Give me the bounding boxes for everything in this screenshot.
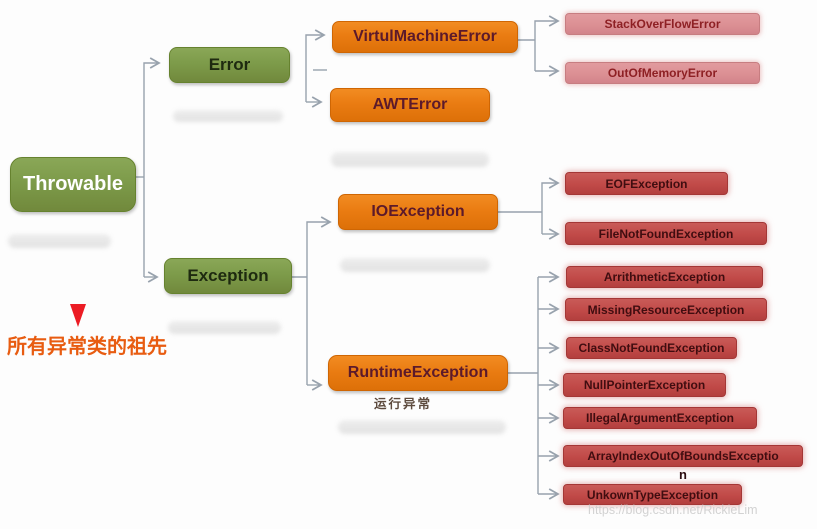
red-annotation-arrow bbox=[70, 221, 86, 327]
node-arrithmetic-exception: ArrithmeticException bbox=[566, 266, 763, 288]
node-stack-overflow-error: StackOverFlowError bbox=[565, 13, 760, 35]
blurred-text-placeholder bbox=[168, 321, 281, 334]
node-array-index-out-of-bounds-exception-label: ArrayIndexOutOfBoundsExceptio bbox=[587, 449, 779, 463]
runtime-exception-chinese-note: 运行异常 bbox=[374, 397, 433, 411]
node-virtual-machine-error: VirtulMachineError bbox=[332, 21, 518, 53]
connector-error-vmerror bbox=[305, 29, 326, 102]
node-illegal-argument-exception-label: IllegalArgumentException bbox=[585, 411, 735, 425]
node-eof-exception-label: EOFException bbox=[605, 176, 688, 191]
node-unkown-type-exception: UnkownTypeException bbox=[563, 484, 742, 505]
blurred-text-placeholder bbox=[340, 258, 490, 272]
blurred-text-placeholder bbox=[8, 234, 111, 248]
node-stack-overflow-error-label: StackOverFlowError bbox=[604, 17, 721, 31]
node-exception: Exception bbox=[164, 258, 292, 294]
node-throwable: Throwable bbox=[10, 157, 136, 212]
node-missing-resource-exception-label: MissingResourceException bbox=[587, 302, 745, 317]
node-array-index-out-of-bounds-exception: ArrayIndexOutOfBoundsExceptio bbox=[563, 445, 803, 467]
node-awt-error-label: AWTError bbox=[372, 96, 448, 113]
blurred-text-placeholder bbox=[338, 420, 506, 434]
node-error-label: Error bbox=[208, 55, 251, 74]
node-out-of-memory-error: OutOfMemoryError bbox=[565, 62, 760, 84]
node-awt-error: AWTError bbox=[330, 88, 490, 122]
node-out-of-memory-error-label: OutOfMemoryError bbox=[607, 66, 718, 80]
node-throwable-label: Throwable bbox=[22, 173, 123, 195]
node-eof-exception: EOFException bbox=[565, 172, 728, 195]
node-io-exception: IOException bbox=[338, 194, 498, 230]
node-error: Error bbox=[169, 47, 290, 83]
connector-trunk-error bbox=[143, 57, 161, 277]
node-null-pointer-exception-label: NullPointerException bbox=[583, 378, 706, 392]
throwable-ancestor-chinese-note: 所有异常类的祖先 bbox=[7, 336, 167, 358]
node-exception-label: Exception bbox=[187, 266, 269, 285]
connector-vmerror-stackoverflow bbox=[534, 15, 560, 71]
wrapped-overflow-letter: n bbox=[679, 467, 687, 482]
node-file-not-found-exception-label: FileNotFoundException bbox=[598, 226, 734, 241]
blurred-text-placeholder bbox=[173, 110, 283, 122]
node-runtime-exception: RuntimeException bbox=[328, 355, 508, 391]
node-io-exception-label: IOException bbox=[371, 203, 465, 220]
connector-exception-ioexception bbox=[306, 216, 332, 385]
node-class-not-found-exception-label: ClassNotFoundException bbox=[578, 341, 725, 355]
node-runtime-exception-label: RuntimeException bbox=[347, 364, 489, 381]
node-file-not-found-exception: FileNotFoundException bbox=[565, 222, 767, 245]
connector-io-eof bbox=[541, 177, 560, 234]
blurred-text-placeholder bbox=[331, 152, 489, 167]
node-unkown-type-exception-label: UnkownTypeException bbox=[586, 487, 719, 502]
node-class-not-found-exception: ClassNotFoundException bbox=[566, 337, 737, 359]
watermark-url: https://blog.csdn.net/RickieLim bbox=[588, 503, 758, 517]
node-null-pointer-exception: NullPointerException bbox=[563, 373, 726, 397]
node-illegal-argument-exception: IllegalArgumentException bbox=[563, 407, 757, 429]
node-arrithmetic-exception-label: ArrithmeticException bbox=[603, 270, 726, 284]
node-missing-resource-exception: MissingResourceException bbox=[565, 298, 767, 321]
node-virtual-machine-error-label: VirtulMachineError bbox=[353, 28, 497, 45]
